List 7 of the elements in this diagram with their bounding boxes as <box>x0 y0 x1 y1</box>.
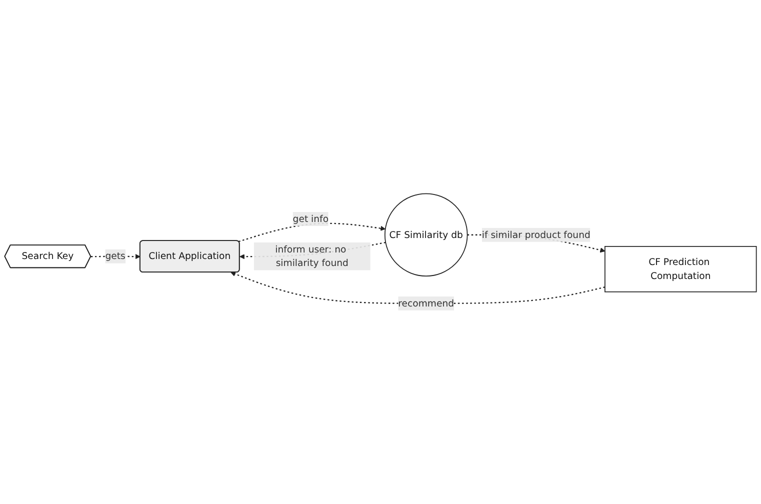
edge-label: get info <box>292 213 329 224</box>
node-box: CF Prediction Computation <box>604 246 757 292</box>
edge-label: inform user: no similarity found <box>275 243 348 269</box>
edge-label: recommend <box>398 298 454 309</box>
edge-label: if similar product found <box>482 229 590 240</box>
node-circle: CF Similarity db <box>384 193 468 276</box>
edge-label: gets <box>105 250 126 262</box>
